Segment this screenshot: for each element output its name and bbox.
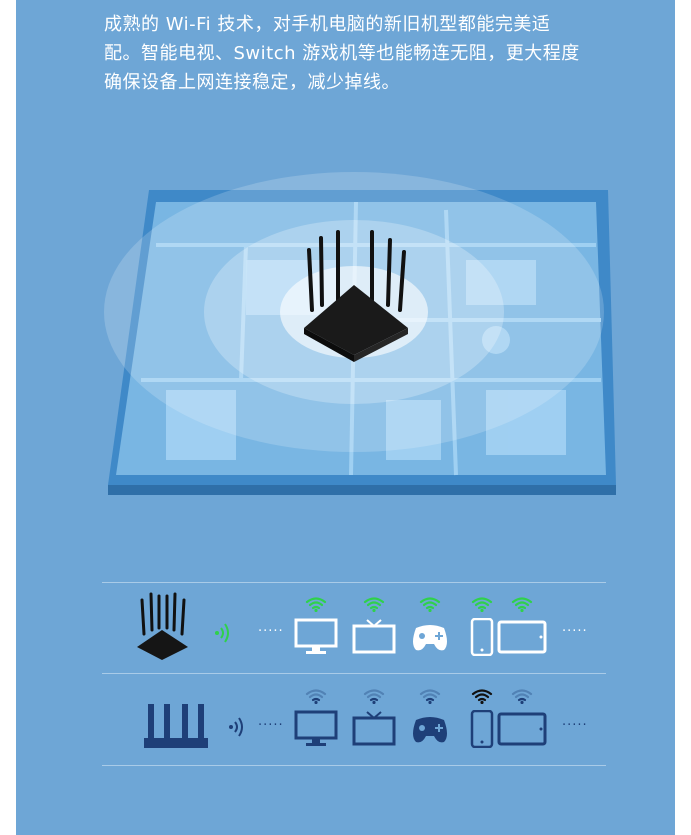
wifi-icon [419, 597, 441, 612]
router-illustration [304, 230, 408, 362]
separator-middle [102, 673, 606, 674]
device-with-signal [454, 688, 510, 748]
router-six-antenna-black-icon [137, 592, 188, 660]
wifi-icon [511, 597, 533, 612]
device-with-signal [288, 596, 344, 656]
gamepad-icon [413, 717, 447, 743]
router-four-antenna-blue-icon [144, 704, 208, 748]
home-floorplan-illustration [104, 172, 616, 495]
device-with-signal [288, 688, 344, 748]
wifi-icon [471, 689, 493, 704]
wifi-icon [363, 597, 385, 612]
ellipsis-left: ····· [258, 624, 284, 639]
wifi-icon [511, 689, 533, 704]
comparison-row-new-router: ····· ····· [102, 590, 606, 670]
device-with-signal [402, 688, 458, 748]
separator-bottom [102, 765, 606, 766]
comparison-row-old-router: ····· ····· [102, 682, 606, 762]
intro-line: 配。智能电视、Switch 游戏机等也能畅连无阻，更大程度 [104, 43, 580, 64]
phone-icon [470, 618, 494, 656]
ellipsis-left: ····· [258, 718, 284, 733]
wifi-icon [305, 597, 327, 612]
separator-top [102, 582, 606, 583]
monitor-icon [294, 618, 338, 654]
device-with-signal [454, 596, 510, 656]
intro-line: 成熟的 Wi-Fi 技术，对手机电脑的新旧机型都能完美适 [104, 14, 551, 35]
device-with-signal [402, 596, 458, 656]
wifi-icon [305, 689, 327, 704]
wifi-icon [471, 597, 493, 612]
ellipsis-right: ····· [562, 624, 588, 639]
signal-waves-icon [229, 717, 243, 737]
intro-line: 确保设备上网连接稳定，减少掉线。 [104, 72, 400, 93]
device-with-signal [494, 596, 550, 656]
gamepad-icon [413, 625, 447, 651]
tv-icon [352, 619, 396, 654]
intro-text: 成熟的 Wi-Fi 技术，对手机电脑的新旧机型都能完美适 配。智能电视、Swit… [104, 10, 624, 97]
tablet-icon [497, 620, 547, 654]
ellipsis-right: ····· [562, 718, 588, 733]
wifi-icon [419, 689, 441, 704]
device-with-signal [494, 688, 550, 748]
monitor-icon [294, 710, 338, 746]
phone-icon [470, 710, 494, 748]
feature-panel: 成熟的 Wi-Fi 技术，对手机电脑的新旧机型都能完美适 配。智能电视、Swit… [16, 0, 675, 835]
tv-icon [352, 711, 396, 746]
signal-waves-icon [215, 623, 229, 643]
device-with-signal [346, 688, 402, 748]
tablet-icon [497, 712, 547, 746]
device-with-signal [346, 596, 402, 656]
wifi-icon [363, 689, 385, 704]
